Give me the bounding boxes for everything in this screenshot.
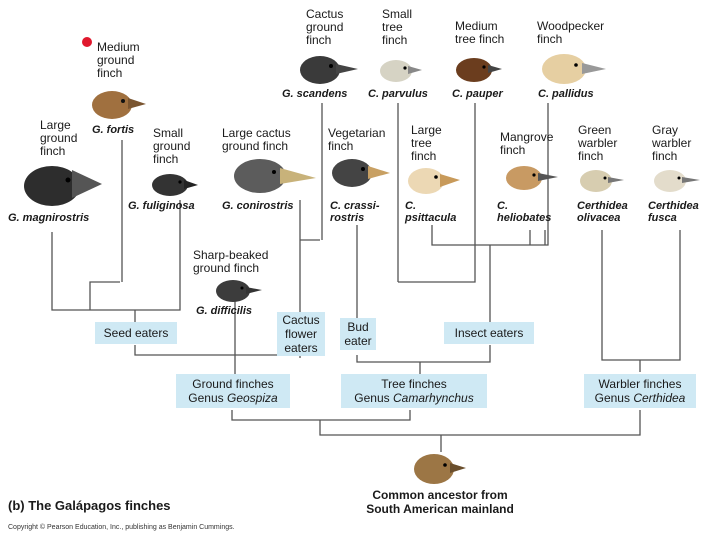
green-warbler-finch-icon xyxy=(578,166,626,194)
mangrove-finch-species: C. heliobates xyxy=(497,200,551,224)
gray-warbler-finch-icon xyxy=(652,166,702,194)
diet-insect-eaters: Insect eaters xyxy=(444,322,534,344)
large-tree-finch-label: Large tree finch xyxy=(411,124,442,163)
small-ground-finch-icon xyxy=(150,170,200,198)
small-ground-finch-label: Small ground finch xyxy=(153,127,190,166)
woodpecker-finch-icon xyxy=(540,50,608,86)
cactus-ground-finch-icon xyxy=(298,52,360,86)
medium-ground-finch-species: G. fortis xyxy=(92,124,134,136)
medium-tree-finch-species: C. pauper xyxy=(452,88,503,100)
diet-cactus-flower-eaters: Cactus flower eaters xyxy=(277,312,325,356)
group-warbler-finches: Warbler finches Genus Certhidea xyxy=(584,374,696,408)
vegetarian-finch-label: Vegetarian finch xyxy=(328,127,385,153)
cactus-ground-finch-label: Cactus ground finch xyxy=(306,8,343,47)
ancestor-finch-icon xyxy=(412,450,468,486)
diet-seed-eaters: Seed eaters xyxy=(95,322,177,344)
large-tree-finch-icon xyxy=(406,164,462,196)
sharp-beaked-finch-species: G. difficilis xyxy=(196,305,252,317)
marker-dot xyxy=(82,37,92,47)
copyright-notice: Copyright © Pearson Education, Inc., pub… xyxy=(8,524,235,531)
large-cactus-finch-species: G. conirostris xyxy=(222,200,294,212)
large-cactus-finch-label: Large cactus ground finch xyxy=(222,127,291,153)
ancestor-label: Common ancestor from South American main… xyxy=(340,488,540,516)
green-warbler-finch-label: Green warbler finch xyxy=(578,124,617,163)
sharp-beaked-finch-label: Sharp-beaked ground finch xyxy=(193,249,268,275)
sharp-beaked-finch-icon xyxy=(214,276,264,304)
group-tree-finches: Tree finches Genus Camarhynchus xyxy=(341,374,487,408)
large-tree-finch-species: C. psittacula xyxy=(405,200,456,224)
medium-ground-finch-icon xyxy=(90,85,150,121)
gray-warbler-finch-label: Gray warbler finch xyxy=(652,124,691,163)
small-tree-finch-species: C. parvulus xyxy=(368,88,428,100)
gray-warbler-finch-species: Certhidea fusca xyxy=(648,200,699,224)
large-ground-finch-icon xyxy=(22,160,104,208)
mangrove-finch-icon xyxy=(504,162,560,192)
woodpecker-finch-label: Woodpecker finch xyxy=(537,20,604,46)
figure-caption: (b) The Galápagos finches xyxy=(8,498,171,513)
group-ground-finches: Ground finches Genus Geospiza xyxy=(176,374,290,408)
small-tree-finch-icon xyxy=(378,56,424,84)
medium-ground-finch-label: Medium ground finch xyxy=(97,41,140,80)
vegetarian-finch-species: C. crassi- rostris xyxy=(330,200,380,224)
small-ground-finch-species: G. fuliginosa xyxy=(128,200,195,212)
cactus-ground-finch-species: G. scandens xyxy=(282,88,347,100)
medium-tree-finch-label: Medium tree finch xyxy=(455,20,504,46)
large-ground-finch-label: Large ground finch xyxy=(40,119,77,158)
diet-bud-eater: Bud eater xyxy=(340,318,376,350)
green-warbler-finch-species: Certhidea olivacea xyxy=(577,200,628,224)
large-ground-finch-species: G. magnirostris xyxy=(8,212,89,224)
mangrove-finch-label: Mangrove finch xyxy=(500,131,553,157)
small-tree-finch-label: Small tree finch xyxy=(382,8,412,47)
vegetarian-finch-icon xyxy=(330,155,392,189)
woodpecker-finch-species: C. pallidus xyxy=(538,88,594,100)
large-cactus-finch-icon xyxy=(232,154,318,196)
medium-tree-finch-icon xyxy=(454,54,504,84)
